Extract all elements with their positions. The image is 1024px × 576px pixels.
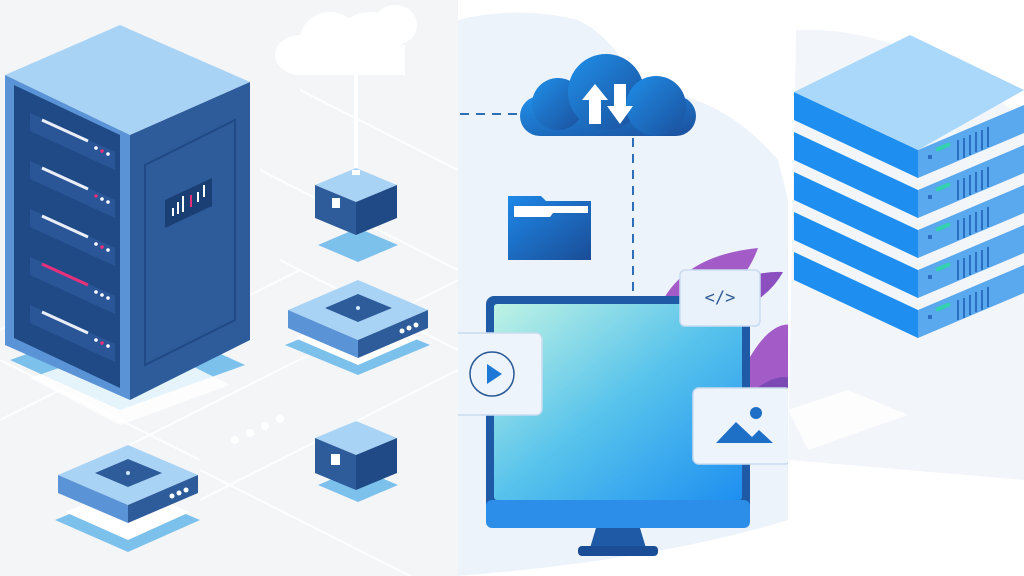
video-card — [458, 332, 543, 416]
connector-dots — [231, 415, 284, 444]
upload-arrow-icon — [582, 84, 608, 124]
code-symbol-icon: </> — [705, 288, 736, 308]
cube-node-top — [315, 168, 398, 262]
router-node-right — [285, 280, 430, 375]
server-rack-scene — [0, 5, 458, 576]
server-unit — [794, 172, 1024, 258]
left-illustration-panel — [0, 0, 458, 576]
cloud-monitor-scene: </> — [458, 12, 788, 576]
code-card: </> — [679, 269, 761, 327]
server-unit — [794, 92, 1024, 178]
router-node-bottom — [55, 445, 200, 552]
cube-node-bottom — [315, 421, 398, 502]
monitor — [486, 296, 750, 556]
right-illustration-panel — [788, 0, 1024, 576]
image-card — [692, 387, 788, 465]
server-unit — [794, 252, 1024, 338]
folder-icon — [508, 196, 591, 260]
cloud-sync-icon — [520, 54, 696, 136]
server-rack — [5, 25, 250, 400]
server-stack — [794, 35, 1024, 338]
server-unit — [794, 132, 1024, 218]
server-unit — [794, 212, 1024, 298]
image-icon — [716, 407, 773, 443]
download-arrow-icon — [607, 84, 633, 124]
signal-bars-icon — [165, 178, 212, 228]
drive-bays — [30, 113, 115, 362]
cloud-icon — [275, 5, 417, 175]
server-stack-top — [794, 35, 1024, 150]
middle-illustration-panel: </> — [458, 0, 788, 576]
monitor-screen — [494, 304, 742, 500]
monitor-stand — [590, 528, 646, 548]
server-stack-scene — [788, 29, 1024, 480]
play-button-icon[interactable] — [469, 351, 515, 397]
